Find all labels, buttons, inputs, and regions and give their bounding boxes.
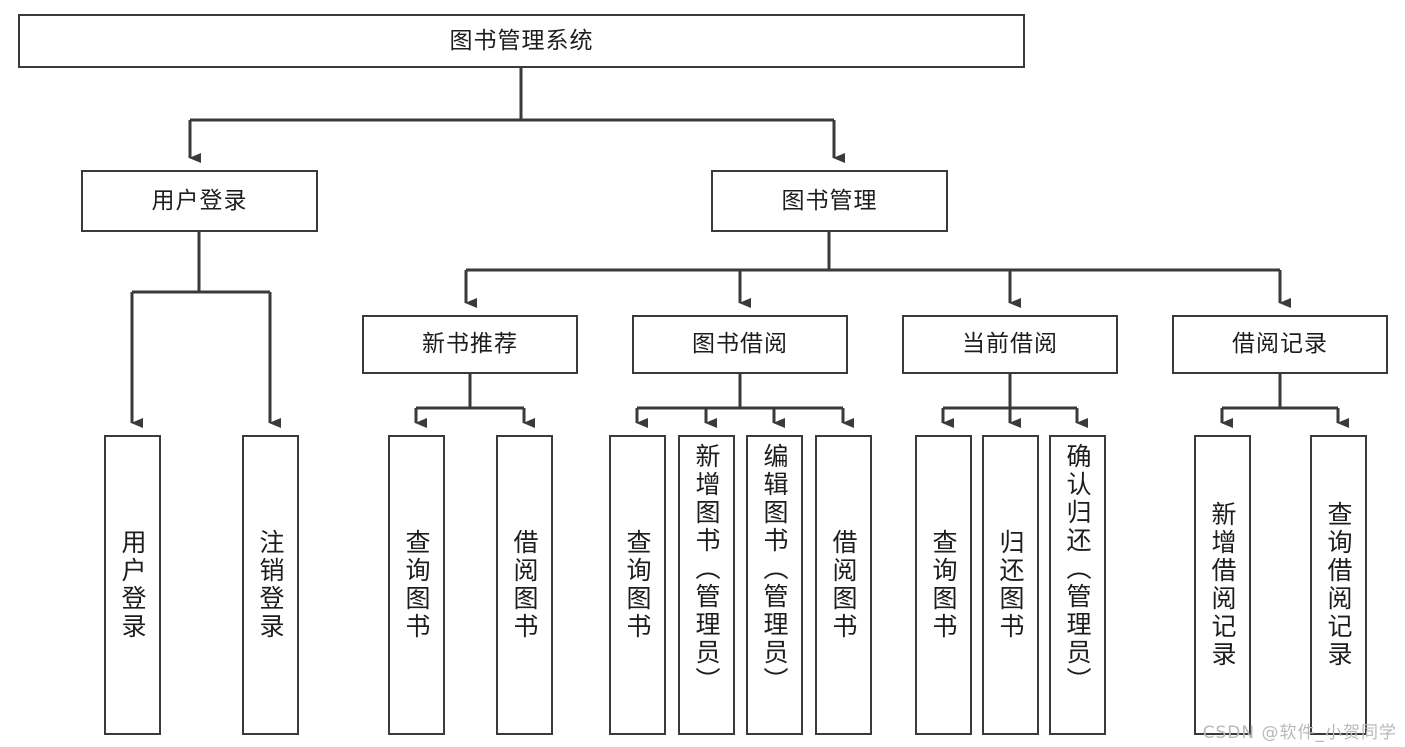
- node-label: 查询图书: [929, 529, 958, 641]
- node-label: 注销登录: [256, 529, 285, 641]
- leaf-record-query-record[interactable]: 查询借阅记录: [1310, 435, 1367, 735]
- leaf-borrow-edit-book-admin[interactable]: 编辑图书（管理员）: [746, 435, 803, 735]
- node-label: 图书管理: [781, 187, 878, 214]
- node-label: 图书借阅: [692, 331, 788, 358]
- leaf-record-add-record[interactable]: 新增借阅记录: [1194, 435, 1251, 735]
- node-label: 新增图书（管理员）: [692, 443, 721, 695]
- node-book-management[interactable]: 图书管理: [711, 170, 948, 232]
- node-label: 确认归还（管理员）: [1063, 443, 1092, 695]
- leaf-borrow-add-book-admin[interactable]: 新增图书（管理员）: [678, 435, 735, 735]
- node-label: 查询图书: [623, 529, 652, 641]
- leaf-user-login-login[interactable]: 用户登录: [104, 435, 161, 735]
- node-label: 编辑图书（管理员）: [760, 443, 789, 695]
- node-label: 图书管理系统: [449, 27, 594, 54]
- leaf-borrow-query-book[interactable]: 查询图书: [609, 435, 666, 735]
- node-book-borrow[interactable]: 图书借阅: [632, 315, 848, 374]
- node-borrow-record[interactable]: 借阅记录: [1172, 315, 1388, 374]
- node-label: 借阅图书: [829, 529, 858, 641]
- node-label: 新增借阅记录: [1208, 501, 1237, 669]
- node-label: 新书推荐: [422, 331, 518, 358]
- leaf-current-query-book[interactable]: 查询图书: [915, 435, 972, 735]
- watermark-text: CSDN @软件_小贺同学: [1202, 723, 1397, 743]
- leaf-current-return-book[interactable]: 归还图书: [982, 435, 1039, 735]
- leaf-current-confirm-return-admin[interactable]: 确认归还（管理员）: [1049, 435, 1106, 735]
- node-new-book-recommend[interactable]: 新书推荐: [362, 315, 578, 374]
- node-label: 借阅记录: [1232, 331, 1328, 358]
- node-label: 借阅图书: [510, 529, 539, 641]
- leaf-recommend-query-book[interactable]: 查询图书: [388, 435, 445, 735]
- node-label: 用户登录: [118, 529, 147, 641]
- leaf-borrow-borrow-book[interactable]: 借阅图书: [815, 435, 872, 735]
- leaf-user-login-logout[interactable]: 注销登录: [242, 435, 299, 735]
- node-label: 当前借阅: [962, 331, 1058, 358]
- leaf-recommend-borrow-book[interactable]: 借阅图书: [496, 435, 553, 735]
- node-label: 用户登录: [151, 187, 248, 214]
- node-label: 归还图书: [996, 529, 1025, 641]
- node-current-borrow[interactable]: 当前借阅: [902, 315, 1118, 374]
- node-label: 查询图书: [402, 529, 431, 641]
- node-root-system[interactable]: 图书管理系统: [18, 14, 1025, 68]
- node-user-login[interactable]: 用户登录: [81, 170, 318, 232]
- node-label: 查询借阅记录: [1324, 501, 1353, 669]
